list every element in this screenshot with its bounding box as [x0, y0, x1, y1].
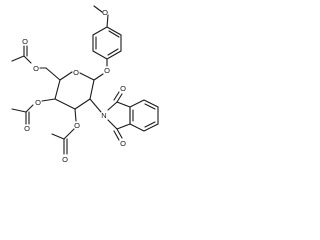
bond-c5-c4 [54, 79, 61, 100]
bond-acyl1-methyl [11, 55, 25, 62]
atom-acetyl2-o: O [35, 98, 41, 107]
bond-c2-n [89, 98, 102, 113]
atom-imide-o-top: O [120, 84, 126, 93]
bond-c2-c1 [89, 79, 95, 100]
atom-labels: O O O O O O O O O N O O [22, 8, 126, 164]
atom-ring-o: O [73, 68, 79, 77]
atom-aryl-ether-o: O [104, 66, 110, 75]
atom-methoxy-o: O [102, 8, 108, 17]
bond-acyl2-methyl [11, 108, 27, 113]
benzene-double-2 [107, 48, 119, 56]
phthalimide-benzene-ring [129, 99, 159, 132]
atom-acetyl1-o: O [33, 64, 39, 73]
benzene-ring [92, 26, 122, 60]
atom-acetyl1-carbonyl-o: O [22, 37, 28, 46]
bond-imide-c-bottom-ar [116, 123, 131, 130]
bond-ringo-c5 [59, 71, 73, 81]
bond-imide-co-bottom-2 [113, 130, 120, 141]
bond-c5-c6 [45, 67, 61, 81]
bond-imide-co-top-2 [113, 91, 120, 101]
chemical-structure: O O O O O O O O O N O O [0, 0, 166, 185]
bond-n-imide-c-top [107, 101, 118, 111]
bond-c4-c3 [54, 98, 76, 110]
bond-o-acyl1 [23, 55, 32, 64]
bonds [11, 5, 159, 155]
atom-acetyl3-o: O [74, 121, 80, 130]
bond-imide-c-top-ar [116, 101, 131, 108]
bond-imide-co-top [116, 93, 123, 103]
bond-acyl3-methyl [51, 133, 65, 140]
bond-methyl-o [93, 5, 103, 13]
atom-imide-o-bottom: O [120, 139, 126, 148]
bond-c3-o [74, 108, 77, 122]
bond-c1-ringo [79, 72, 95, 81]
bond-o-aryl [106, 14, 109, 28]
bond-o-acyl3 [63, 128, 75, 140]
bond-c3-c2 [74, 98, 91, 110]
phth-double-2 [144, 103, 156, 110]
phth-double-3 [144, 121, 156, 128]
bond-c4-o [41, 98, 56, 102]
atom-acetyl2-carbonyl-o: O [24, 124, 30, 133]
structure-drawing: O O O O O O O O O N O O [11, 5, 159, 164]
bond-o-acyl2 [25, 104, 34, 113]
atom-acetyl3-carbonyl-o: O [62, 155, 68, 164]
bond-n-imide-c-bottom [107, 119, 118, 130]
benzene-double-1 [108, 30, 120, 38]
bond-o-c1 [93, 73, 104, 81]
atom-phthalimide-n: N [101, 111, 106, 120]
bond-imide-co-bottom [116, 128, 123, 139]
